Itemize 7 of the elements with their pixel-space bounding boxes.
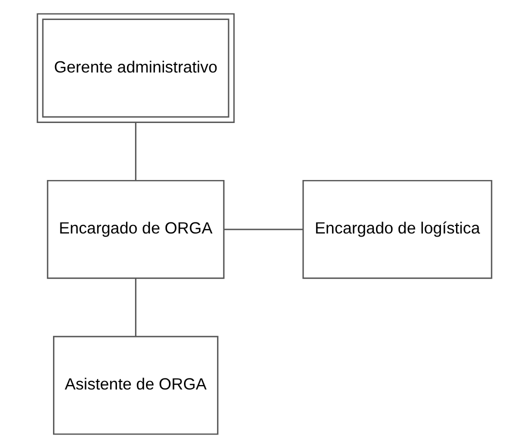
connector — [223, 228, 302, 230]
node-box: Encargado de logística — [302, 180, 492, 279]
connector — [134, 278, 136, 336]
node-box: Gerente administrativo — [36, 13, 234, 123]
connector — [134, 122, 136, 180]
node-box: Asistente de ORGA — [52, 336, 218, 435]
node-box: Encargado de ORGA — [46, 180, 224, 279]
